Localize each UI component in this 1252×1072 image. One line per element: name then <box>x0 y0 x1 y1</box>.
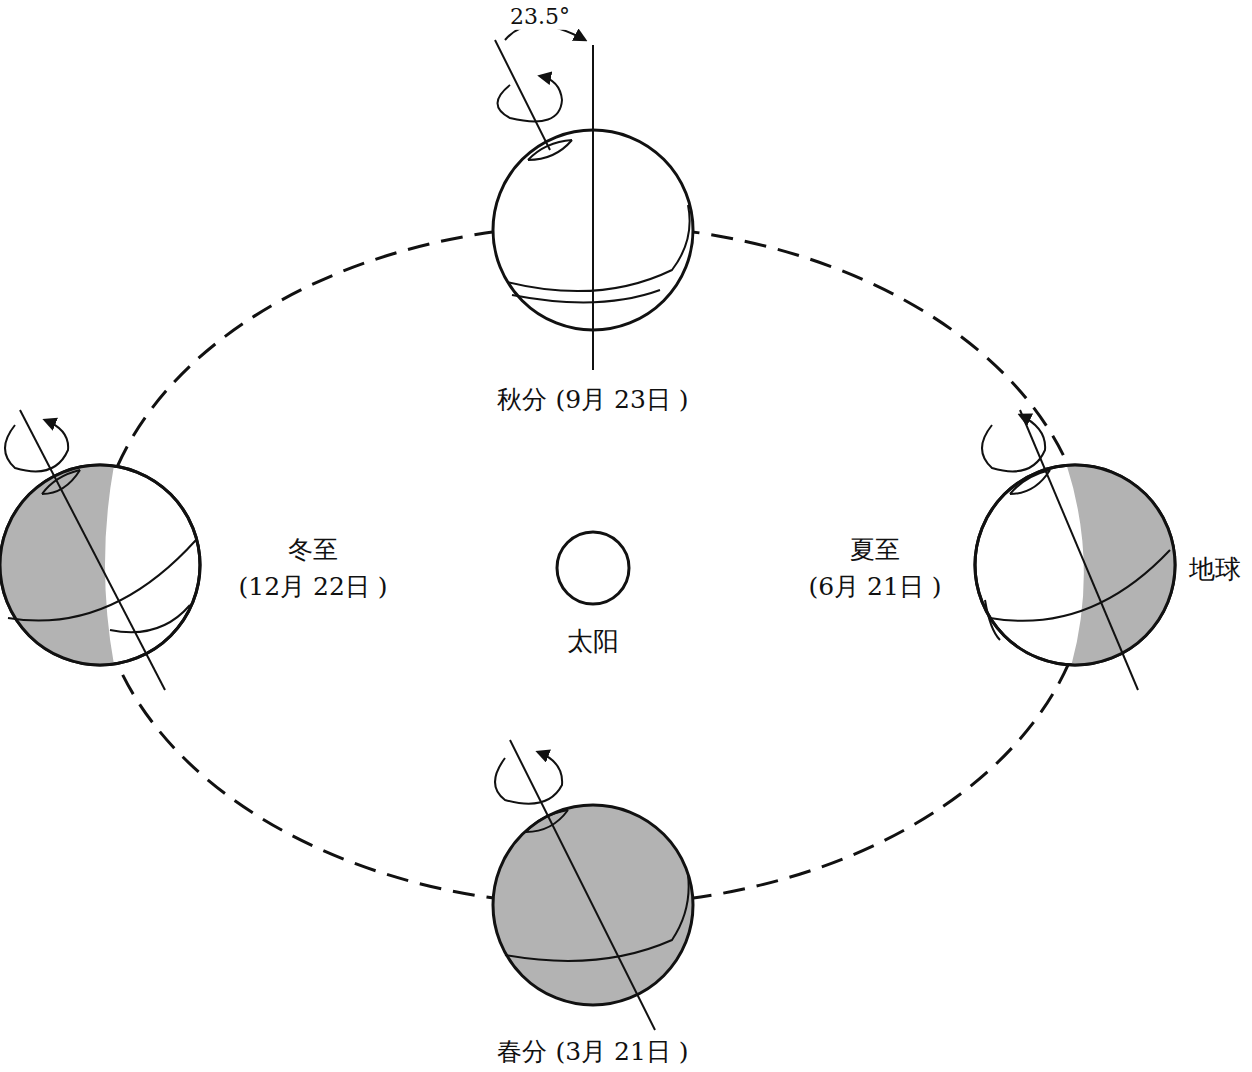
season-label: 23.5° <box>507 4 573 30</box>
season-label: 夏至 <box>847 535 903 565</box>
season-label: (6月 21日 ) <box>805 572 944 602</box>
sun-outline <box>555 530 631 606</box>
earth-autumn <box>493 25 693 370</box>
earth-winter <box>0 410 200 690</box>
earth-spring <box>493 740 693 1030</box>
season-label: 秋分 (9月 23日 ) <box>494 385 691 415</box>
earth-summer <box>975 410 1180 690</box>
season-label: 地球 <box>1186 554 1244 585</box>
sun-label: 太阳 <box>564 624 622 659</box>
season-label: 冬至 <box>285 535 341 565</box>
season-label: (12月 22日 ) <box>235 572 390 602</box>
sun-circle: 太阳 <box>555 530 631 606</box>
season-label: 春分 (3月 21日 ) <box>494 1037 691 1067</box>
